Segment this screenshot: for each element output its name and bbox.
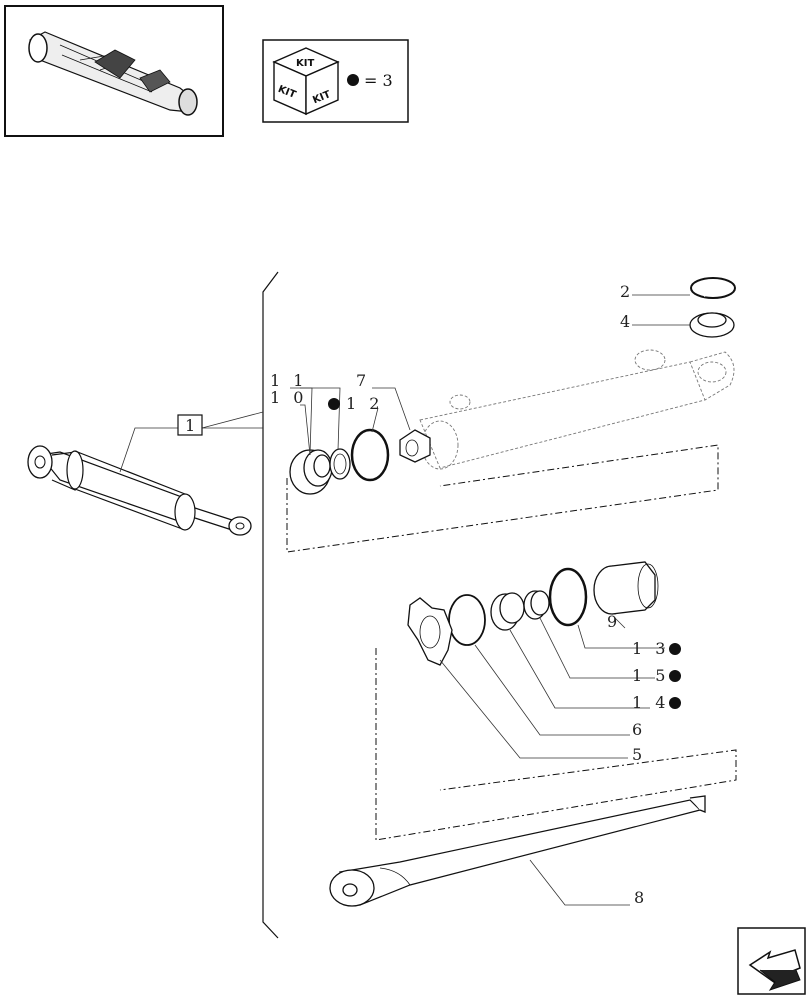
group-bracket xyxy=(262,271,279,939)
callout-part-13: 1 3 xyxy=(632,639,669,658)
callout-main-ref: 1 xyxy=(185,416,195,435)
part-5-lockwasher[interactable] xyxy=(407,597,453,666)
part-10-seal[interactable] xyxy=(289,449,333,495)
callout-part-2: 2 xyxy=(620,282,634,301)
part-7-nut[interactable] xyxy=(399,429,431,463)
callout-part-6: 6 xyxy=(632,720,646,739)
next-page-arrow-icon xyxy=(748,949,801,991)
callout-part-10: 1 0 xyxy=(270,388,307,407)
kit-cube-icon: KIT KIT KIT xyxy=(272,47,340,116)
callout-part-9: 9 xyxy=(607,612,621,631)
callout-part-5: 5 xyxy=(632,745,646,764)
kit-dot-icon xyxy=(328,398,340,410)
kit-legend: KIT KIT KIT = 3 xyxy=(262,39,409,123)
kit-top-label: KIT xyxy=(296,58,314,69)
part-6-snapring[interactable] xyxy=(448,594,486,646)
part-11-ring[interactable] xyxy=(329,448,351,480)
callout-part-12: 1 2 xyxy=(346,394,383,413)
part-12-oring[interactable] xyxy=(350,428,390,482)
callout-part-7: 7 xyxy=(356,371,370,390)
cylinder-body-ghost xyxy=(419,349,735,470)
kit-equals-value: = 3 xyxy=(364,71,393,90)
callout-part-15: 1 5 xyxy=(632,666,669,685)
part-9-piston[interactable] xyxy=(593,561,659,615)
callout-part-8: 8 xyxy=(634,888,648,907)
callout-part-4: 4 xyxy=(620,312,634,331)
part-2-circlip[interactable] xyxy=(690,277,736,299)
kit-dot-icon xyxy=(669,697,681,709)
callout-part-14: 1 4 xyxy=(632,693,669,712)
axle-assembly-icon xyxy=(28,31,198,116)
part-13-oring[interactable] xyxy=(548,567,588,627)
part-4-bushing[interactable] xyxy=(689,312,735,338)
cylinder-assembly-icon[interactable] xyxy=(27,445,252,536)
part-15-ring[interactable] xyxy=(523,590,550,620)
kit-dot-icon xyxy=(347,74,359,86)
part-8-rod[interactable] xyxy=(329,795,706,907)
main-ref-box xyxy=(177,414,203,436)
callout-part-11: 1 1 xyxy=(270,371,307,390)
kit-dot-icon xyxy=(669,670,681,682)
axle-thumbnail[interactable] xyxy=(4,5,224,137)
kit-dot-icon xyxy=(669,643,681,655)
next-page-button[interactable] xyxy=(737,927,806,995)
part-14-bushing[interactable] xyxy=(490,592,525,631)
